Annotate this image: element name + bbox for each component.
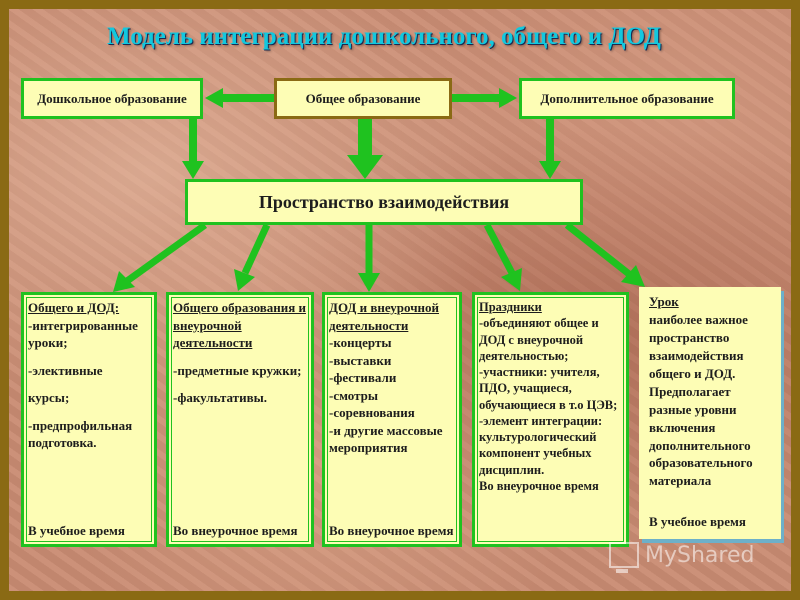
connector-arrows: [113, 88, 645, 292]
column-time: Во внеурочное время: [479, 478, 599, 493]
watermark-text: MyShared: [645, 542, 755, 568]
arrow-to-col-4-shaft: [483, 223, 516, 275]
column-line: -фестивали: [329, 370, 397, 386]
column-line: -элективные: [28, 362, 103, 378]
column-line: -выставки: [329, 352, 392, 368]
column-line: -концерты: [329, 335, 392, 351]
arrow-to-col-4-head: [501, 268, 522, 291]
arrow-to-col-1-head: [113, 271, 135, 292]
arrow-to-col-1-shaft: [124, 222, 208, 284]
column-line: -интегрированные уроки;: [28, 317, 138, 351]
lesson-column: Урок наиболее важное пространство взаимо…: [639, 287, 781, 539]
integration-column-3: ДОД и внеурочной деятельности -концерты …: [322, 292, 462, 547]
interaction-space-box: Пространство взаимодействия: [185, 179, 583, 225]
arrow-general-down: [347, 119, 383, 179]
column-line: -факультативы.: [173, 390, 267, 406]
integration-column-1: Общего и ДОД: -интегрированные уроки; -э…: [21, 292, 157, 547]
additional-education-box: Дополнительное образование: [519, 78, 735, 119]
column-line: -соревнования: [329, 405, 415, 421]
arrow-to-col-2-head: [234, 269, 255, 291]
arrow-to-col-2-shaft: [241, 223, 271, 275]
column-line: -участники: учителя, ПДО, учащиеся, обуч…: [479, 365, 618, 412]
column-line: наиболее важное пространство взаимодейст…: [649, 311, 753, 489]
column-time: Во внеурочное время: [329, 523, 454, 539]
arrow-additional-down: [539, 119, 561, 179]
column-heading: Урок: [649, 294, 679, 309]
slide: Модель интеграции дошкольного, общего и …: [9, 9, 791, 591]
preschool-education-box: Дошкольное образование: [21, 78, 203, 119]
column-line: -предпрофильная подготовка.: [28, 417, 133, 451]
column-line: -предметные кружки;: [173, 362, 302, 378]
column-time: В учебное время: [28, 523, 125, 539]
column-line: -и другие массовые мероприятия: [329, 422, 443, 456]
column-time: В учебное время: [649, 514, 746, 530]
column-time: Во внеурочное время: [173, 523, 298, 539]
column-heading: Общего образования и внеурочной деятельн…: [173, 300, 307, 351]
watermark: MyShared: [609, 537, 779, 573]
arrow-to-additional: [452, 88, 517, 108]
arrow-to-col-3-head: [358, 273, 380, 292]
column-line: -объединяют общее и ДОД с внеурочной дея…: [479, 316, 599, 363]
column-heading: Праздники: [479, 300, 542, 314]
arrow-to-preschool: [205, 88, 274, 108]
arrow-to-col-5-shaft: [564, 222, 632, 277]
arrow-preschool-down: [182, 119, 204, 179]
general-education-box: Общее образование: [274, 78, 452, 119]
presentation-screen-icon: [609, 542, 639, 573]
integration-column-2: Общего образования и внеурочной деятельн…: [166, 292, 314, 547]
column-line: -элемент интеграции: культурологический …: [479, 413, 603, 477]
column-line: курсы;: [28, 390, 70, 406]
arrow-to-col-5-head: [621, 265, 645, 287]
column-line: -смотры: [329, 387, 379, 403]
column-heading: Общего и ДОД:: [28, 300, 120, 315]
slide-title: Модель интеграции дошкольного, общего и …: [106, 23, 661, 50]
integration-column-4: Праздники -объединяют общее и ДОД с внеу…: [472, 292, 629, 547]
column-heading: ДОД и внеурочной деятельности: [329, 300, 440, 333]
